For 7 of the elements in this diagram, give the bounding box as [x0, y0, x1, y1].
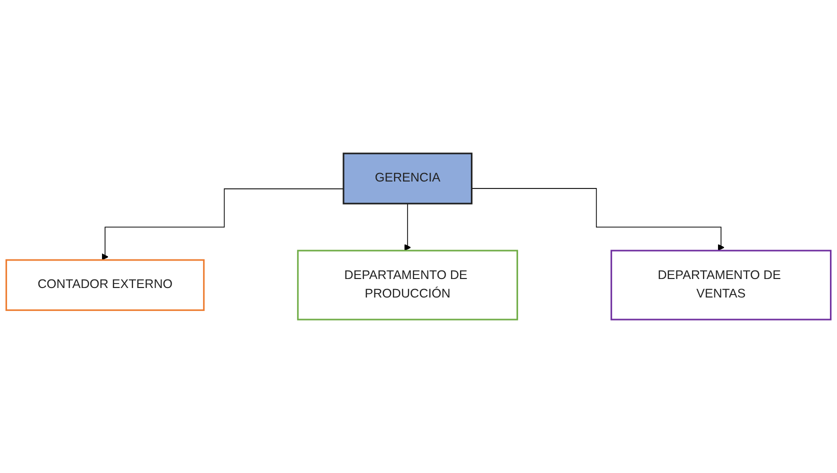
node-box: DEPARTAMENTO DE PRODUCCIÓN	[297, 250, 518, 320]
arrow	[102, 188, 344, 260]
node-box: CONTADOR EXTERNO	[5, 259, 205, 311]
arrow	[471, 188, 724, 251]
node-box: GERENCIA	[342, 152, 472, 204]
arrow	[404, 203, 412, 251]
node-box: DEPARTAMENTO DE VENTAS	[610, 250, 832, 320]
